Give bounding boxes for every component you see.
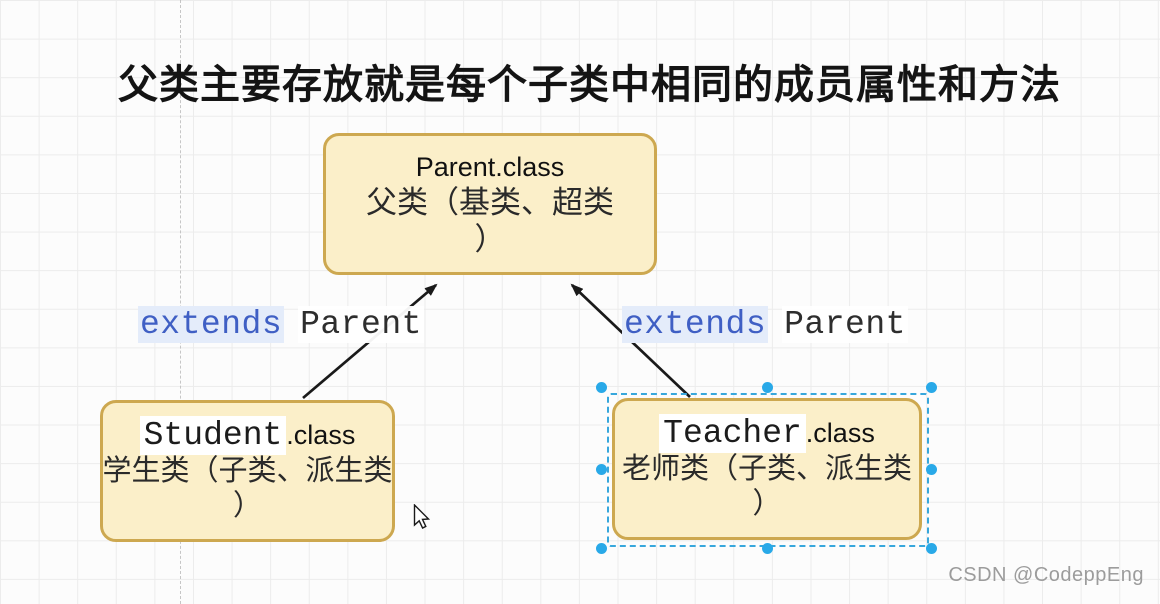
student-class-suffix: .class (286, 419, 356, 450)
selection-handle-sw[interactable] (596, 543, 607, 554)
parent-node-subtitle-close: ） (474, 222, 506, 258)
teacher-node-title: Teacher.class (659, 413, 875, 453)
extends-keyword: extends (138, 306, 285, 343)
extends-target: Parent (298, 306, 424, 343)
student-node-title: Student.class (139, 415, 356, 455)
parent-class-node[interactable]: Parent.class 父类（基类、超类 ） (323, 133, 657, 275)
teacher-node-subtitle-close: ） (752, 488, 782, 521)
selection-handle-w[interactable] (596, 464, 607, 475)
extends-keyword: extends (622, 306, 769, 343)
selection-handle-ne[interactable] (926, 382, 937, 393)
edge-label-teacher-extends[interactable]: extends Parent (622, 306, 908, 343)
student-class-node[interactable]: Student.class 学生类（子类、派生类 ） (100, 400, 395, 542)
student-node-subtitle: 学生类（子类、派生类 (102, 455, 393, 488)
parent-node-subtitle: 父类（基类、超类 (366, 185, 614, 221)
teacher-node-subtitle: 老师类（子类、派生类 (621, 453, 912, 486)
selection-handle-se[interactable] (926, 543, 937, 554)
student-class-name: Student (139, 415, 287, 455)
vertical-guide-line (180, 0, 181, 604)
teacher-class-node[interactable]: Teacher.class 老师类（子类、派生类 ） (612, 398, 922, 540)
selection-handle-nw[interactable] (596, 382, 607, 393)
page-title: 父类主要存放就是每个子类中相同的成员属性和方法 (118, 62, 1061, 107)
edge-label-student-extends[interactable]: extends Parent (138, 306, 424, 343)
parent-node-title: Parent.class (415, 151, 565, 182)
teacher-class-suffix: .class (805, 417, 875, 448)
extends-target: Parent (782, 306, 908, 343)
selection-handle-s[interactable] (762, 543, 773, 554)
selection-handle-n[interactable] (762, 382, 773, 393)
selection-handle-e[interactable] (926, 464, 937, 475)
student-node-subtitle-close: ） (232, 490, 262, 523)
teacher-class-name: Teacher (659, 413, 806, 453)
mouse-cursor-icon (413, 504, 431, 529)
csdn-watermark: CSDN @CodeppEng (948, 564, 1144, 586)
